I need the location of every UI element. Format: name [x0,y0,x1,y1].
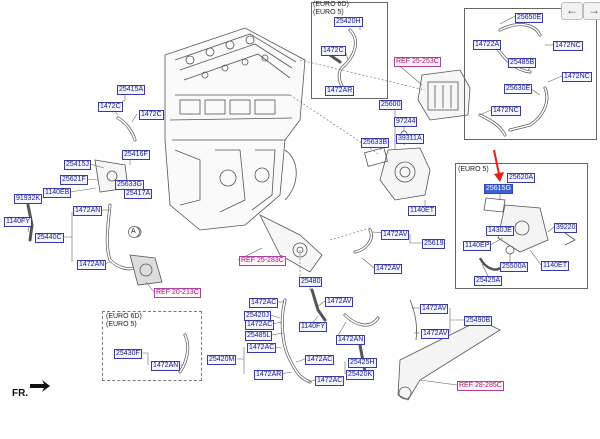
part-label-1430je[interactable]: 1430JE [486,226,514,236]
part-label-1140ep[interactable]: 1140EP [463,241,492,251]
part-label-1472av_c[interactable]: 1472AV [325,297,354,307]
part-label-1472an_d[interactable]: 1472AN [151,361,181,371]
part-label-25485l[interactable]: 25485L [245,331,273,341]
egr-cooler-drawing [417,69,471,121]
part-label-25415a[interactable]: 25415A [117,85,146,95]
part-label-25633b[interactable]: 25633B [361,138,390,148]
part-label-25430f[interactable]: 25430F [114,349,142,359]
part-label-1472ar_b[interactable]: 1472AR [254,370,284,380]
euro-right-frame [455,163,588,289]
red-arrow-indicator [493,149,504,182]
part-label-25619[interactable]: 25619 [422,239,446,249]
part-label-14722a[interactable]: 14722A [473,40,502,50]
reference-link-ref-2028[interactable]: REF 25-283C [239,256,286,266]
part-label-1472nc_c[interactable]: 1472NC [491,106,521,116]
front-arrow-icon [30,380,50,392]
part-label-1472av_d[interactable]: 1472AV [420,304,449,314]
part-label-25500a[interactable]: 25500A [500,262,529,272]
part-label-1472av_e[interactable]: 1472AV [421,329,450,339]
part-label-1472an_a[interactable]: 1472AN [73,206,103,216]
callout-circle [128,226,140,238]
part-label-1472nc_a[interactable]: 1472NC [553,41,583,51]
euro-top-frame [311,2,388,99]
next-button[interactable]: → [583,2,600,20]
part-label-25415j[interactable]: 25415J [64,160,91,170]
part-label-1140fy[interactable]: 1140FY [4,217,32,227]
part-label-25485b[interactable]: 25485B [508,58,537,68]
prev-button[interactable]: ← [561,2,583,20]
top-right-frame [464,8,597,140]
part-label-25615g[interactable]: 25615G [484,184,513,194]
part-label-39311a[interactable]: 39311A [396,134,424,144]
part-label-25620a[interactable]: 25620A [507,173,536,183]
euro-bottom-title-1: (EURO 6D) [106,313,142,320]
part-label-25420m[interactable]: 25420M [207,355,237,365]
part-label-25420k[interactable]: 25420K [346,370,375,380]
part-label-25480[interactable]: 25480 [299,277,323,287]
euro-bottom-title-2: (EURO 5) [106,321,137,328]
part-label-1472av_b[interactable]: 1472AV [374,264,403,274]
reference-link-ref-2826[interactable]: REF 28-285C [457,381,504,391]
part-label-1472ar[interactable]: 1472AR [325,86,355,96]
part-label-25425h[interactable]: 25425H [348,358,377,368]
part-label-39220[interactable]: 39220 [554,223,578,233]
euro-bottom-frame [102,311,202,381]
front-direction-label: FR. [12,388,29,399]
part-label-1140eb[interactable]: 1140EB [43,188,72,198]
part-label-25630e[interactable]: 25630E [504,84,533,94]
part-label-1472ac_c[interactable]: 1472AC [247,343,277,353]
part-label-1472an_c[interactable]: 1472AN [336,335,366,345]
part-label-25440c[interactable]: 25440C [35,233,64,243]
part-label-1472ac_d[interactable]: 1472AC [305,355,335,365]
part-label-1472an_b[interactable]: 1472AN [77,260,107,270]
part-label-25490b[interactable]: 25490B [464,316,493,326]
callout-a-label: A [131,228,136,235]
part-label-1472ac_b[interactable]: 1472AC [245,320,275,330]
part-label-1472ac_a[interactable]: 1472AC [249,298,279,308]
part-label-91932k[interactable]: 91932K [14,194,43,204]
reference-link-ref-2021[interactable]: REF 20-213C [154,288,201,298]
part-label-25621f[interactable]: 25621F [60,175,88,185]
euro-top-title-1: (EURO 6D) [313,1,349,8]
part-label-1472nc_b[interactable]: 1472NC [562,72,592,82]
part-label-1472ac_e[interactable]: 1472AC [315,376,345,386]
part-label-25600[interactable]: 25600 [379,100,403,110]
part-label-1472av_a[interactable]: 1472AV [381,230,410,240]
euro-top-title-2: (EURO 5) [313,9,344,16]
part-label-25425a[interactable]: 25425A [474,276,503,286]
part-label-1472c_a[interactable]: 1472C [98,102,123,112]
part-label-1140et_a[interactable]: 1140ET [408,206,436,216]
part-label-1472c_c[interactable]: 1472C [321,46,346,56]
part-label-1140fy_b[interactable]: 1140FY [299,322,327,332]
part-label-25420h[interactable]: 25420H [334,17,363,27]
reference-link-ref-2528[interactable]: REF 25-253C [394,57,441,67]
engine-block-drawing [164,27,323,273]
part-label-25417a[interactable]: 25417A [124,189,153,199]
part-label-25416f[interactable]: 25416F [122,150,150,160]
thermostat-housing-drawing [364,130,431,201]
part-label-25650e[interactable]: 25650E [515,13,544,23]
part-label-97244[interactable]: 97244 [394,117,418,127]
euro-right-title: (EURO 5) [458,166,489,173]
part-label-1472c_b[interactable]: 1472C [139,110,164,120]
part-label-1140et_b[interactable]: 1140ET [541,261,569,271]
